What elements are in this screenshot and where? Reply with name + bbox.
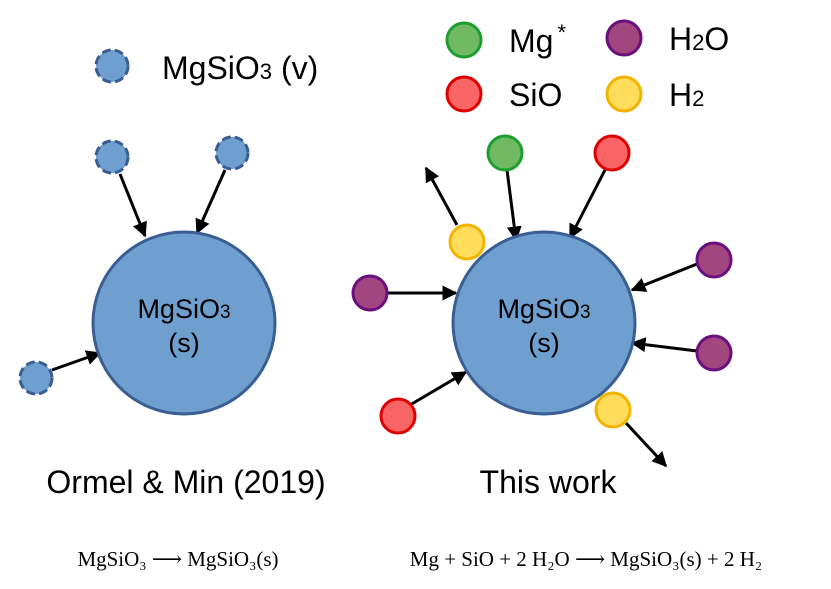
grain-left (91, 230, 277, 416)
legend-vapor-icon (94, 48, 130, 84)
grain-left-label-line2: (s) (168, 328, 199, 358)
h2o-molecule-icon (351, 274, 389, 312)
legend-vapor-label: MgSiO3 (v) (162, 50, 318, 86)
legend-h2o-label: H2O (669, 21, 729, 57)
equation-right: Mg + SiO + 2 H₂O ⟶ MgSiO₃(s) + 2 H₂ (410, 547, 762, 571)
arrow-mg-in (505, 169, 522, 242)
equation-left: MgSiO₃ ⟶ MgSiO₃(s) (77, 547, 278, 571)
legend-mg-icon (445, 21, 483, 59)
left-panel: MgSiO3 (s) Ormel & Min (2019) MgSiO₃ ⟶ M… (18, 135, 326, 571)
sio-molecule-icon (593, 134, 631, 172)
legend-h2-icon (605, 75, 643, 113)
legend: MgSiO3 (v) Mg* H2O SiO H2 (94, 19, 729, 113)
grain-left-label-line1: MgSiO3 (137, 294, 230, 324)
vapor-monomer-icon (214, 135, 250, 171)
caption-left: Ormel & Min (2019) (46, 464, 325, 500)
h2-molecule-icon (594, 391, 632, 429)
legend-h2o-icon (605, 19, 643, 57)
h2o-molecule-icon (695, 241, 733, 279)
arrow-h2o-in-right-bottom (630, 337, 698, 353)
grain-right (451, 230, 637, 416)
legend-mg-label: Mg* (509, 20, 566, 59)
arrow-h2-out-top (424, 166, 459, 226)
vapor-monomer-icon (94, 139, 130, 175)
arrow-vapor-top-right (195, 169, 227, 235)
arrow-h2o-in-right-top (630, 262, 698, 292)
arrow-sio-in-bottom (409, 370, 468, 407)
sio-molecule-icon (379, 397, 417, 435)
legend-sio-icon (445, 75, 483, 113)
grain-right-label-line1: MgSiO3 (497, 294, 590, 324)
arrow-vapor-top-left (118, 173, 147, 238)
legend-sio-label: SiO (509, 77, 562, 113)
mg-atom-icon (486, 134, 524, 172)
right-panel: MgSiO3 (s) This work Mg + SiO + 2 H₂O ⟶ … (351, 134, 762, 571)
h2-molecule-icon (448, 223, 486, 261)
vapor-monomer-icon (18, 360, 54, 396)
arrow-sio-in-top (568, 169, 607, 240)
arrow-h2-out-bottom (624, 421, 668, 468)
arrow-vapor-bottom-left (51, 350, 102, 372)
legend-h2-label: H2 (669, 77, 704, 113)
caption-right: This work (480, 464, 618, 500)
h2o-molecule-icon (695, 334, 733, 372)
grain-right-label-line2: (s) (528, 328, 559, 358)
